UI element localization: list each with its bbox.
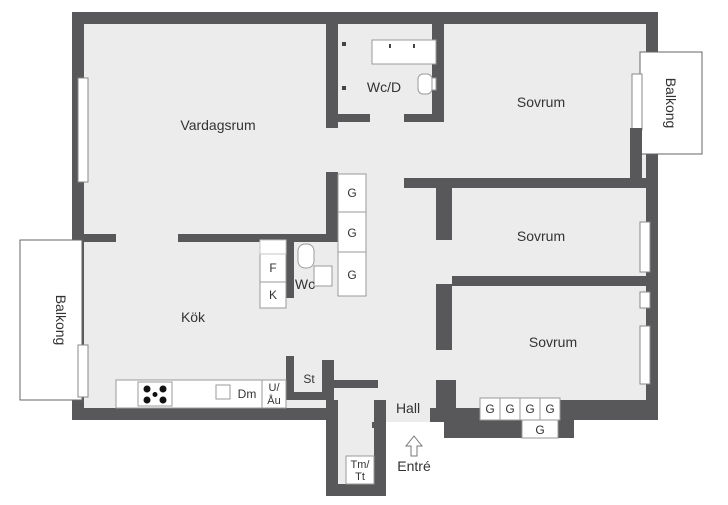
- window-small-right: [639, 291, 651, 309]
- freezer: [259, 281, 287, 309]
- ua-label-line1: U/: [269, 382, 281, 394]
- room-label-entre: Entré: [397, 458, 431, 474]
- tm-tt-label-line1: Tm/: [351, 459, 371, 471]
- wardrobe-label: G: [485, 402, 494, 416]
- dishwasher-label: Dm: [238, 387, 257, 401]
- wall-wcd-bottom-left: [338, 114, 370, 122]
- balconies: [19, 51, 703, 401]
- toilet-icon: [417, 73, 437, 95]
- room-label-kok: Kök: [181, 309, 206, 325]
- wardrobe-column-3: [337, 251, 367, 297]
- wall-hall-bottom-left: [334, 380, 378, 388]
- wall-entrance-left-jamb: [372, 422, 386, 428]
- window-vardagsrum: [77, 77, 89, 183]
- wall-sovrum-bottom-left: [436, 284, 452, 350]
- wall-outer-step: [560, 400, 658, 420]
- freezer-label: K: [269, 288, 277, 302]
- storage-label: St: [303, 372, 315, 386]
- room-label-sovrum-top: Sovrum: [517, 94, 565, 110]
- room-label-sovrum-mid: Sovrum: [517, 228, 565, 244]
- wall-sovrum-mid-left: [436, 188, 452, 240]
- fridge-label: F: [269, 261, 276, 275]
- fridge-side-panel: [259, 239, 287, 255]
- entrance-arrow-icon: [404, 435, 424, 457]
- wall-kok-top-left: [84, 234, 116, 242]
- wardrobe-label: G: [347, 268, 356, 282]
- balcony-right: [639, 51, 703, 155]
- wc-toilet-icon: [297, 243, 315, 269]
- window-sovrum-bottom: [639, 325, 651, 385]
- label-balkong-left: Balkong: [53, 295, 69, 346]
- floor-entrance: [386, 408, 430, 422]
- wall-entrance-right-jamb: [430, 408, 444, 422]
- wc-sink-icon: [313, 265, 333, 287]
- wall-sovrum-top-left: [432, 24, 444, 122]
- room-labels: Vardagsrum Wc/D Sovrum Sovrum Sovrum Kök…: [53, 78, 679, 474]
- wall-corridor-divider: [326, 172, 338, 240]
- room-label-wc-d: Wc/D: [367, 79, 401, 95]
- balcony-left: [19, 239, 83, 401]
- wardrobe-label: G: [545, 402, 554, 416]
- wardrobe-bottom-5: [521, 419, 559, 439]
- room-label-vardagsrum: Vardagsrum: [180, 117, 255, 133]
- wardrobe-label: G: [535, 423, 544, 437]
- room-label-hall: Hall: [396, 400, 420, 416]
- wall-sovrum-mid-bottom: [452, 276, 646, 286]
- wardrobe-label: G: [347, 186, 356, 200]
- wall-kok-top-mid: [178, 234, 338, 242]
- wall-st-left: [286, 356, 294, 400]
- tm-tt-label-line2: Tt: [355, 471, 365, 483]
- window-sovrum-top: [631, 73, 643, 131]
- window-kok: [77, 344, 89, 398]
- stove-icon: [137, 381, 173, 407]
- wall-wcd-bottom-right: [404, 114, 442, 122]
- towel-rail-icon: [342, 42, 346, 90]
- wall-st-right: [322, 360, 334, 394]
- window-sovrum-mid: [639, 221, 651, 273]
- wardrobe-label: G: [347, 226, 356, 240]
- wall-vardagsrum-right: [326, 24, 338, 128]
- room-label-wc: Wc: [295, 276, 315, 292]
- fixture-labels: G G G F K Dm St U/ Åu G G G G G Tm/ Tt: [238, 186, 555, 483]
- wall-hall-upper: [404, 178, 650, 188]
- washer-dryer: [345, 455, 375, 485]
- wardrobe-label: G: [525, 402, 534, 416]
- ua-label-line2: Åu: [267, 394, 280, 407]
- bathtub-icon: [371, 39, 437, 65]
- wall-st-bottom: [294, 392, 334, 400]
- wall-wc-left: [286, 242, 294, 298]
- wall-wardrobe-block: [436, 380, 456, 408]
- wardrobe-label: G: [505, 402, 514, 416]
- kitchen-sink: [215, 384, 231, 400]
- label-balkong-right: Balkong: [663, 78, 679, 129]
- wall-sovrum-top-bottom: [630, 128, 642, 180]
- room-label-sovrum-bottom: Sovrum: [529, 334, 577, 350]
- upper-cabinet-ua: [261, 379, 287, 409]
- windows: [77, 73, 651, 398]
